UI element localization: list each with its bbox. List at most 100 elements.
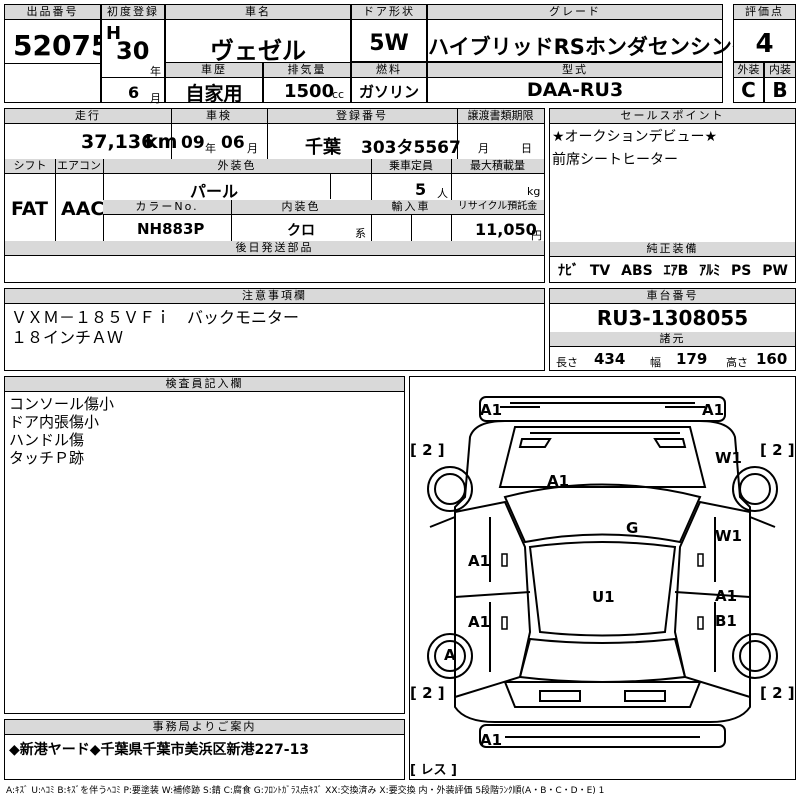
history-label: 車歴 (166, 63, 262, 78)
first-reg-box: 初度登録 H 30 年 6 月 (101, 4, 165, 105)
office-label: 事務局よりご案内 (5, 720, 404, 735)
capacity-label: 乗車定員 (371, 159, 451, 174)
caution-label: 注意事項欄 (5, 289, 544, 304)
mark-a-wheel: A (444, 646, 456, 664)
month-unit: 月 (150, 92, 161, 105)
km-unit: km (145, 131, 178, 153)
ext-box: 外装 C (733, 62, 764, 103)
ext-label: 外装 (734, 63, 763, 78)
doc-day-unit: 日 (521, 142, 532, 155)
reg-month: 6 (128, 83, 140, 102)
shift: FAT (11, 198, 48, 220)
car-name: ヴェゼル (210, 37, 306, 65)
later-parts-label: 後日発送部品 (5, 241, 544, 256)
mileage-label: 走行 (5, 109, 171, 124)
office-box: 事務局よりご案内 ◆新港ヤード◆千葉県千葉市美浜区新港227-13 (4, 719, 405, 780)
colorno-label: カラーNo. (103, 200, 231, 215)
load-unit: kg (527, 185, 541, 198)
mark-a1-right-rear: A1 (715, 587, 738, 605)
office-text: ◆新港ヤード◆千葉県千葉市美浜区新港227-13 (9, 742, 310, 758)
year-unit: 年 (150, 65, 161, 78)
era: H (106, 23, 122, 44)
mark-u1-roof: U1 (592, 588, 615, 606)
insp-year: 09 (181, 133, 205, 153)
equip-item: ｱﾙﾐ (699, 263, 721, 279)
car-outline (427, 396, 778, 748)
insp-year-unit: 年 (205, 142, 216, 155)
inspector-box: 検査員記入欄 コンソール傷小 ドア内張傷小 ハンドル傷 タッチＰ跡 (4, 376, 405, 714)
chassis-label: 車台番号 (550, 289, 795, 304)
grade-label: グレード (428, 5, 722, 20)
lot-box: 出品番号 52075 (4, 4, 110, 103)
inspector-line-4: タッチＰ跡 (9, 449, 85, 467)
inspection-label: 車検 (171, 109, 267, 124)
vehicle-details: 走行 車検 登録番号 譲渡書類期限 37,136 km 09 年 06 月 千葉… (4, 108, 545, 283)
displacement: 1500 (284, 81, 335, 102)
chassis-box: 車台番号 RU3-1308055 諸元 長さ 434 幅 179 高さ 160 (549, 288, 796, 371)
equip-item: ﾅﾋﾞ (558, 263, 579, 279)
name-label: 車名 (166, 5, 350, 20)
inspector-line-1: コンソール傷小 (9, 395, 115, 413)
mark-a1-front-right: A1 (702, 401, 725, 419)
height-label: 高さ (726, 356, 748, 369)
damage-diagram: A1 A1 [ 2 ] [ 2 ] W1 A1 G W1 A1 U1 A1 A1… (409, 376, 796, 780)
door-box: ドア形状 5W (351, 4, 427, 62)
width-label: 幅 (650, 356, 661, 369)
shift-label: シフト (5, 159, 55, 174)
plate-area: 千葉 (305, 137, 341, 158)
mark-a1-rear: A1 (480, 731, 503, 749)
intcolor-label: 内装色 (231, 200, 371, 215)
displacement-box: 排気量 1500 cc (263, 62, 351, 103)
chassis-number: RU3-1308055 (596, 306, 749, 330)
history-box: 車歴 自家用 (165, 62, 263, 105)
color-label: 外装色 (103, 159, 371, 174)
inspector-label: 検査員記入欄 (5, 377, 404, 392)
equip-item: PW (762, 263, 788, 279)
mark-a1-left-rear: A1 (468, 613, 491, 631)
equip-item: ABS (621, 263, 653, 279)
int-label: 内装 (765, 63, 795, 78)
fuel-label: 燃料 (352, 63, 426, 78)
model-label: 型式 (428, 63, 722, 78)
mark-bracket-2-bottom-left: [ 2 ] (410, 684, 445, 702)
plate-number: 303タ5567 (361, 138, 461, 158)
model-box: 型式 DAA-RU3 (427, 62, 723, 103)
lot-number: 52075 (13, 29, 111, 62)
fuel-box: 燃料 ガソリン (351, 62, 427, 103)
import-label: 輸入車 (371, 200, 451, 215)
grade-box: グレード ハイブリッドRSホンダセンシング (427, 4, 753, 62)
sales-points-label: セールスポイント (550, 109, 795, 124)
displacement-label: 排気量 (264, 63, 350, 78)
equip-item: TV (589, 263, 611, 279)
ext-score: C (741, 78, 756, 102)
equip-list: ﾅﾋﾞ TV ABS ｴｱB ｱﾙﾐ PS PW (558, 260, 788, 280)
mark-bracket-2-bottom-right: [ 2 ] (760, 684, 795, 702)
name-box: 車名 ヴェゼル (165, 4, 351, 103)
sales-line-2: 前席シートヒーター (552, 152, 678, 168)
load-label: 最大積載量 (451, 159, 544, 174)
mark-bracket-2-top-left: [ 2 ] (410, 441, 445, 459)
reg-year: 30 (116, 37, 150, 65)
doc-label: 譲渡書類期限 (457, 109, 544, 124)
int-box: 内装 B (764, 62, 796, 103)
mark-g-windshield: G (626, 519, 639, 537)
equip-item: PS (731, 263, 752, 279)
score: 4 (755, 29, 774, 59)
inspector-line-2: ドア内張傷小 (9, 413, 100, 431)
length-label: 長さ (556, 356, 578, 369)
door-label: ドア形状 (352, 5, 426, 20)
mark-w1-top-right: W1 (715, 449, 742, 467)
model: DAA-RU3 (526, 79, 624, 101)
lot-label: 出品番号 (5, 5, 100, 20)
caution-line-2: １８インチＡＷ (11, 328, 124, 347)
recycle: 11,050 (475, 220, 537, 239)
sales-points-box: セールスポイント ★オークションデビュー★ 前席シートヒーター 純正装備 ﾅﾋﾞ… (549, 108, 796, 283)
first-reg-label: 初度登録 (102, 5, 164, 20)
mileage: 37,136 (81, 131, 155, 153)
caution-line-1: ＶＸＭ－１８５ＶＦｉ バックモニター (11, 308, 300, 327)
plate-label: 登録番号 (267, 109, 457, 124)
fuel: ガソリン (358, 83, 419, 101)
ac: AAC (61, 198, 105, 220)
insp-month: 06 (221, 133, 245, 153)
colorno: NH883P (137, 220, 205, 238)
